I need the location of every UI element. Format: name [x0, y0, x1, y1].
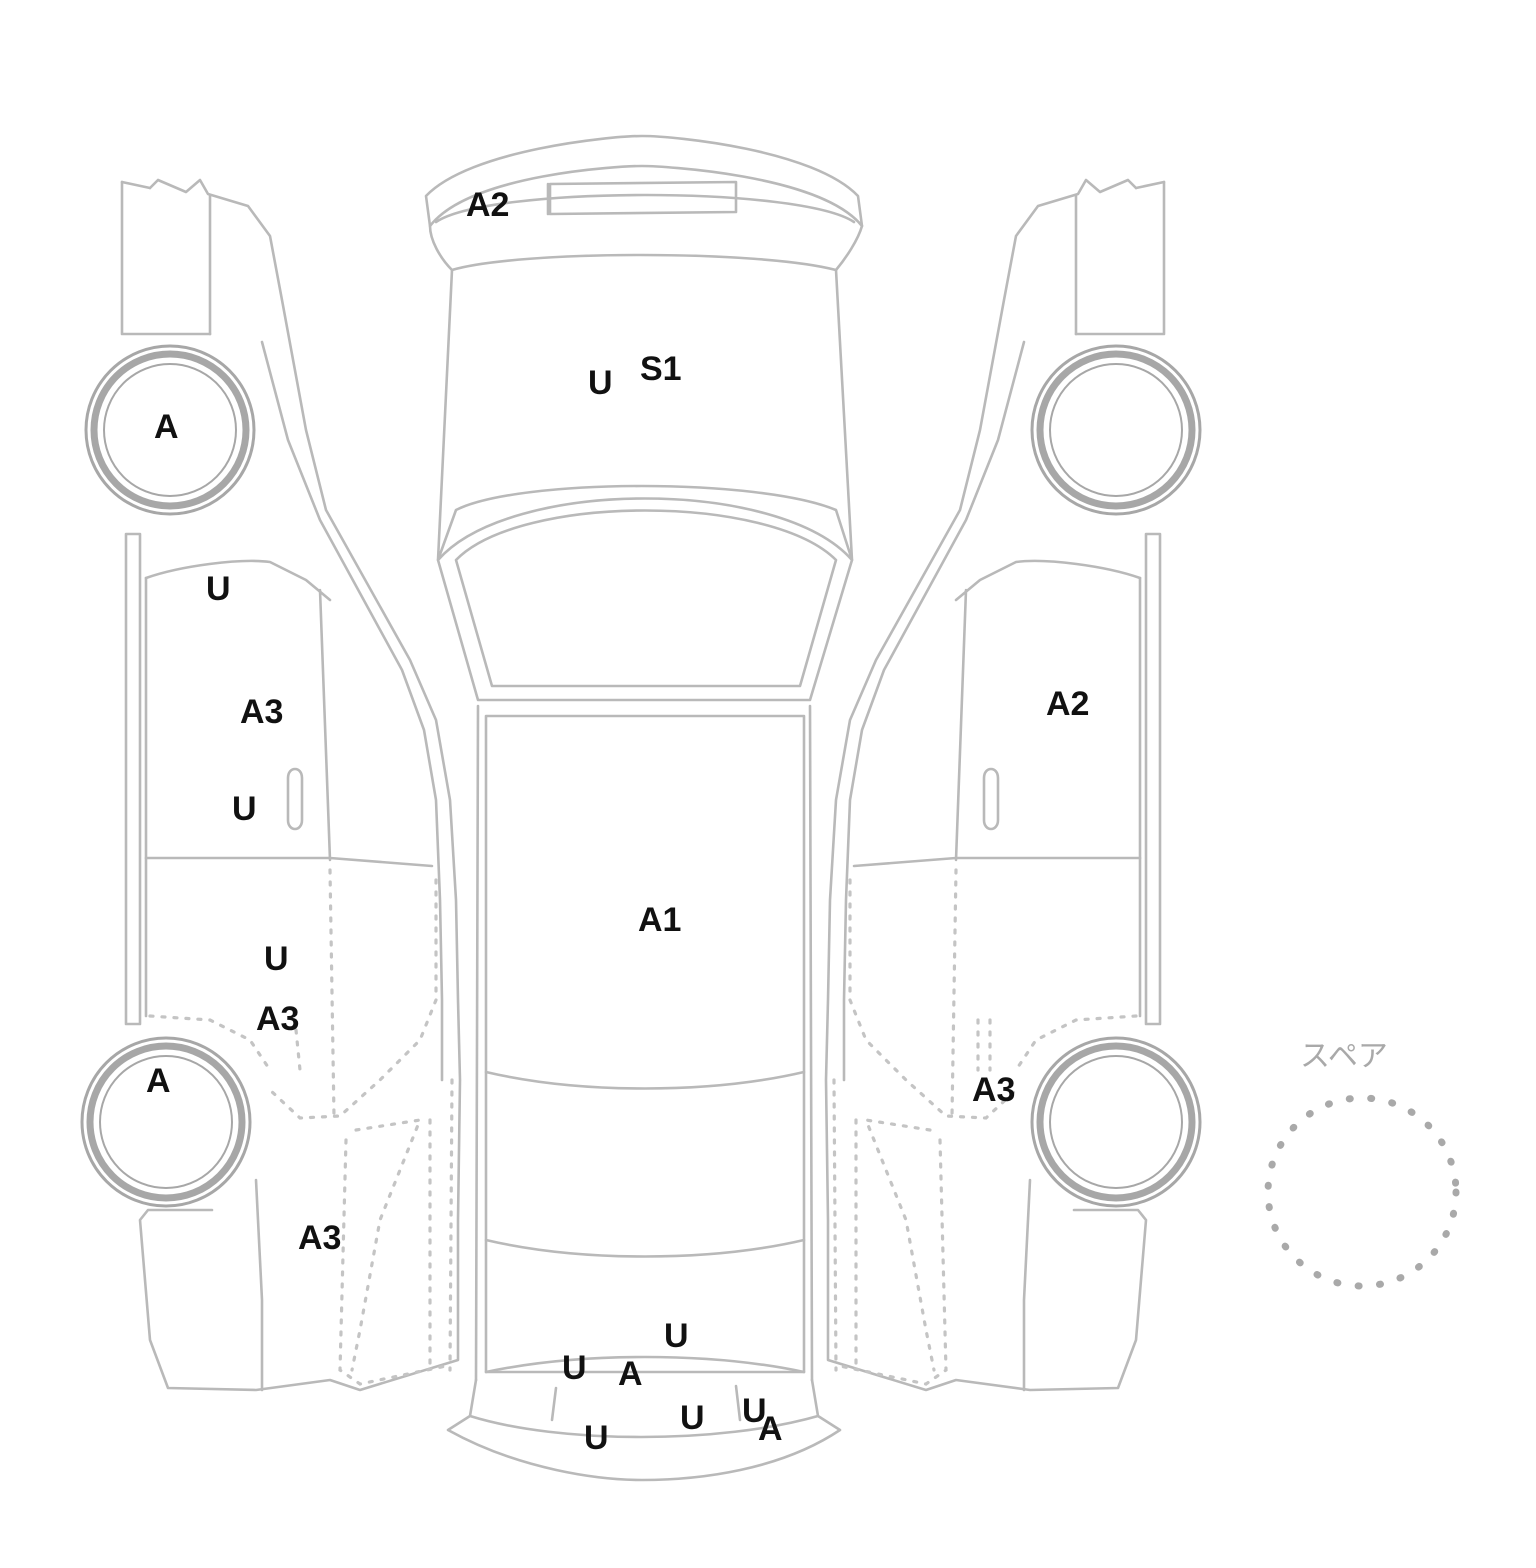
left-side-view — [80, 178, 462, 1392]
marker-rear-7: A — [758, 1410, 783, 1448]
marker-left-rear-door-upper: U — [264, 940, 289, 978]
left-rear-wheel — [80, 1036, 252, 1208]
marker-left-front-door-mid: A3 — [240, 693, 283, 731]
marker-hood-right: S1 — [640, 350, 682, 388]
right-front-wheel — [1030, 344, 1202, 516]
left-front-wheel — [84, 344, 256, 516]
marker-front-bumper: A2 — [466, 186, 509, 224]
damage-markers: A U A3 U U A3 A A3 A2 U S1 A1 U U A U U … — [146, 186, 1089, 1457]
marker-rear-6: U — [584, 1419, 609, 1457]
marker-left-front-door-handle: U — [232, 790, 257, 828]
marker-left-rear-door-lower: A3 — [256, 1000, 299, 1038]
marker-rear-3: A — [618, 1355, 643, 1393]
marker-hood-left: U — [588, 364, 613, 402]
right-rear-wheel — [1030, 1036, 1202, 1208]
spare-tire: スペア — [1264, 1039, 1460, 1290]
marker-left-rear-wheel: A — [146, 1062, 171, 1100]
marker-roof: A1 — [638, 901, 681, 939]
right-side-view — [824, 178, 1202, 1392]
top-view — [424, 134, 864, 1482]
marker-rear-4: U — [680, 1399, 705, 1437]
marker-right-rear-fender: A3 — [972, 1071, 1015, 1109]
spare-tire-dotted-circle — [1264, 1094, 1460, 1290]
marker-left-front-door-upper: U — [206, 570, 231, 608]
marker-left-front-wheel: A — [154, 408, 179, 446]
marker-right-front-door: A2 — [1046, 685, 1089, 723]
marker-left-rear-quarter: A3 — [298, 1219, 341, 1257]
spare-label: スペア — [1300, 1039, 1388, 1074]
marker-rear-5: U — [742, 1392, 767, 1430]
marker-rear-1: U — [664, 1317, 689, 1355]
marker-rear-2: U — [562, 1349, 587, 1387]
